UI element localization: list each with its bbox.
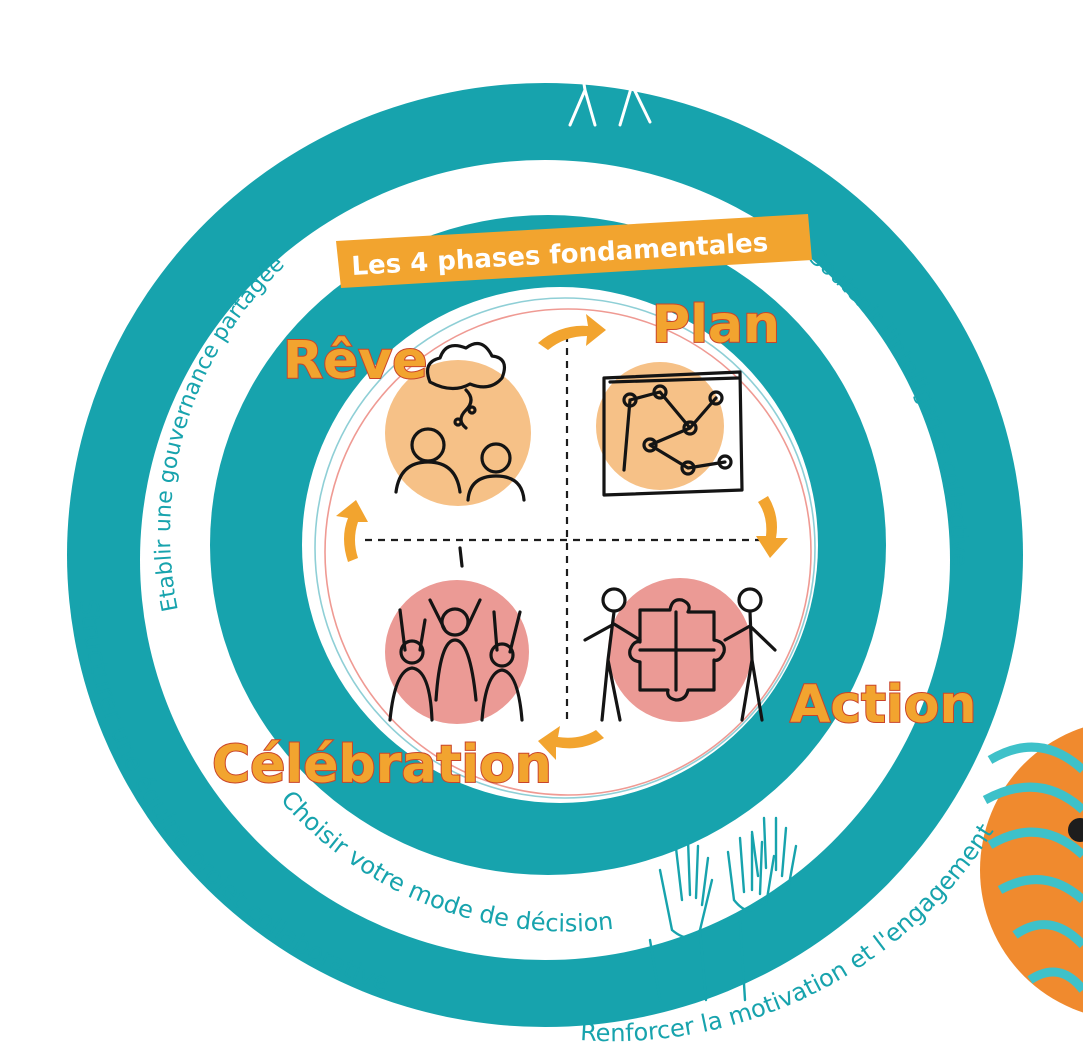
flow-arrow-left-icon bbox=[336, 500, 368, 562]
teamwork-puzzle-icon bbox=[583, 587, 777, 722]
celebration-circle bbox=[385, 580, 529, 724]
raised-hands-icon bbox=[648, 816, 798, 1002]
dancing-people-icon bbox=[560, 33, 694, 127]
pattern-corner-decoration bbox=[980, 727, 1083, 1013]
flow-arrow-right-icon bbox=[756, 496, 788, 558]
flow-arrow-top-icon bbox=[538, 314, 606, 350]
phase-label-action: Action bbox=[790, 675, 977, 735]
plan-map-icon bbox=[602, 370, 744, 497]
phase-label-celebration: Célébration bbox=[212, 735, 552, 795]
celebrating-people-icon bbox=[388, 546, 524, 722]
phases-banner: Les 4 phases fondamentales bbox=[336, 214, 812, 288]
phase-label-plan: Plan bbox=[652, 295, 780, 355]
phase-label-dream: Rêve bbox=[283, 331, 427, 391]
flow-arrow-bottom-icon bbox=[538, 726, 604, 760]
dream-people-icon bbox=[394, 341, 526, 502]
dream-circle bbox=[385, 360, 531, 506]
